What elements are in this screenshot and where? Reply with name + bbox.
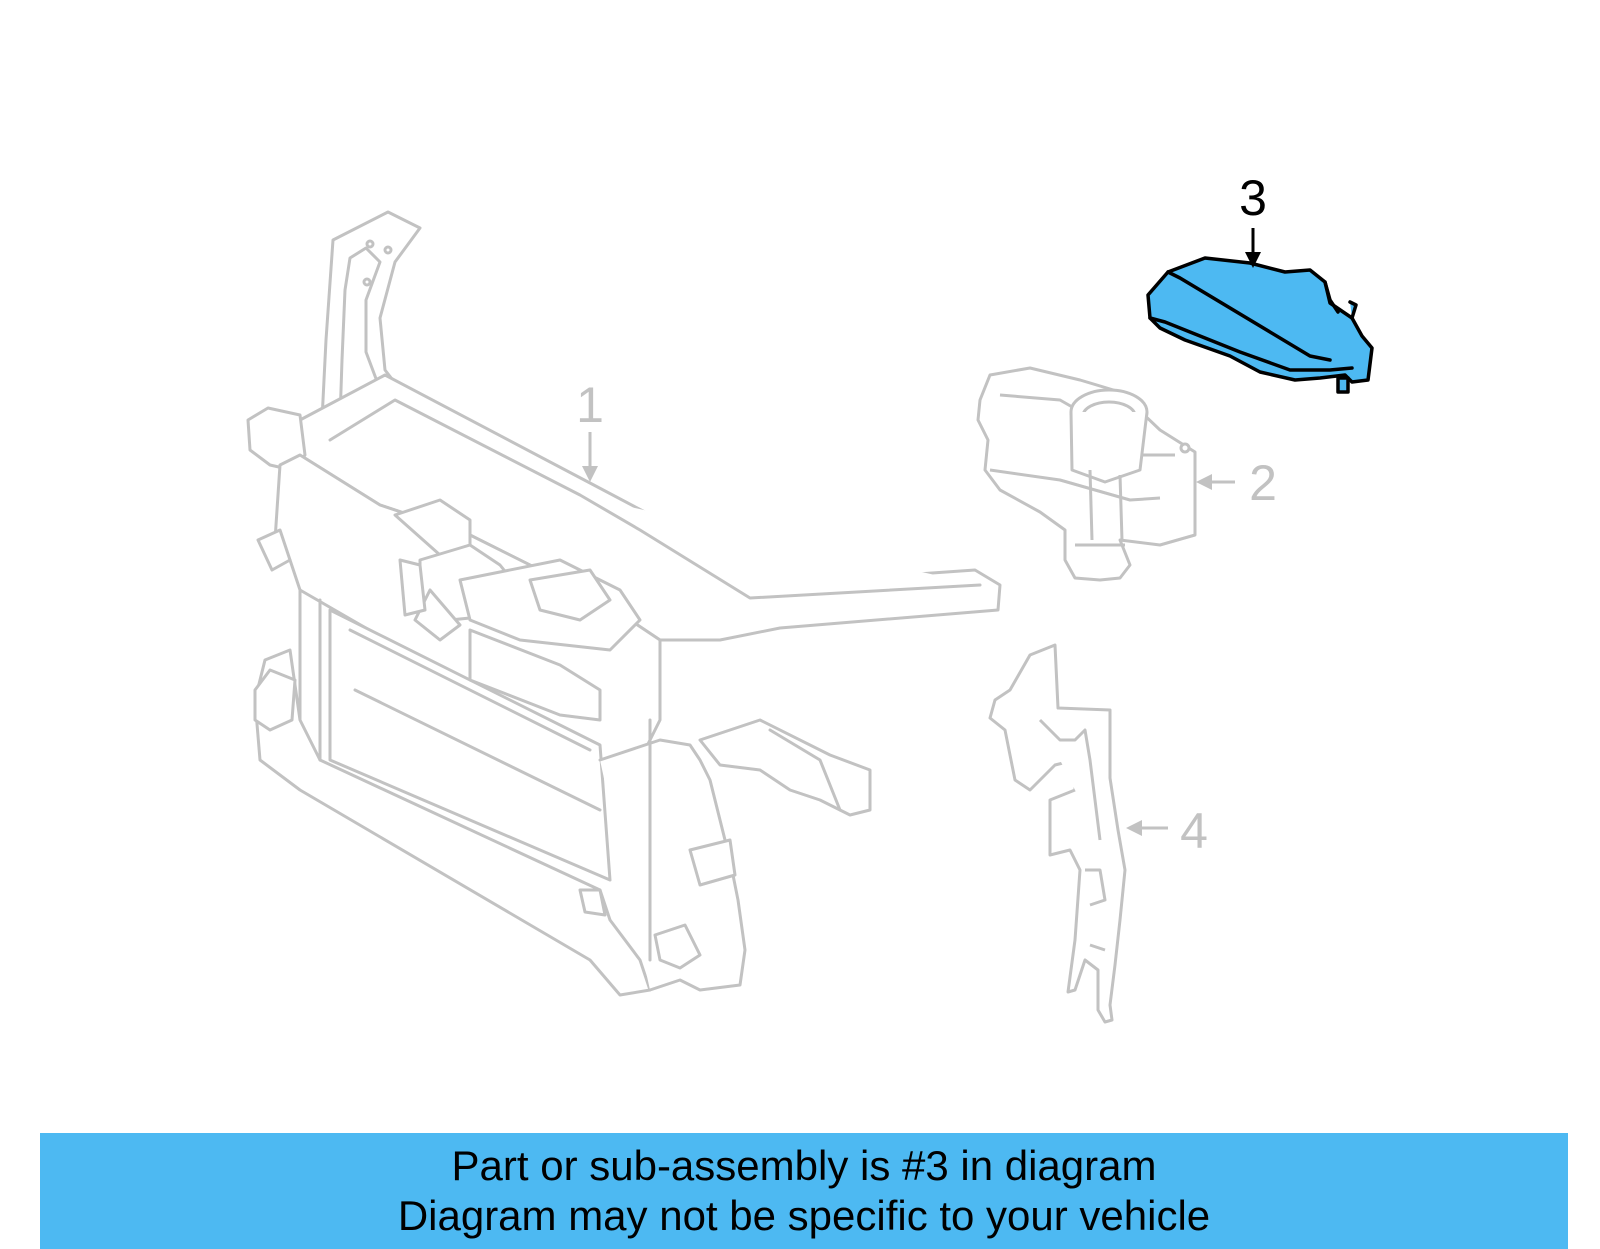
callout-3: 3	[1239, 170, 1267, 268]
part-3-cover-highlighted[interactable]	[1146, 256, 1374, 394]
banner-line-disclaimer: Diagram may not be specific to your vehi…	[397, 1192, 1211, 1239]
banner-line-part-reference: Part or sub-assembly is #3 in diagram	[451, 1142, 1157, 1189]
callout-2-arrowhead	[1196, 474, 1212, 490]
info-banner: Part or sub-assembly is #3 in diagram Di…	[40, 1133, 1568, 1249]
callout-1-number: 1	[576, 377, 604, 433]
callout-4: 4	[1126, 803, 1208, 859]
callout-1-arrowhead	[582, 466, 598, 482]
part-4-deflector-bracket[interactable]	[988, 643, 1127, 1024]
callout-2: 2	[1196, 455, 1277, 511]
part-1-front-panel[interactable]	[246, 210, 1002, 997]
callout-3-number: 3	[1239, 170, 1267, 226]
part-2-reservoir-housing[interactable]	[976, 366, 1197, 582]
callout-3-arrowhead	[1245, 252, 1261, 268]
callout-4-arrowhead	[1126, 820, 1142, 836]
callout-1: 1	[576, 377, 604, 482]
callout-4-number: 4	[1180, 803, 1208, 859]
callout-2-number: 2	[1249, 455, 1277, 511]
